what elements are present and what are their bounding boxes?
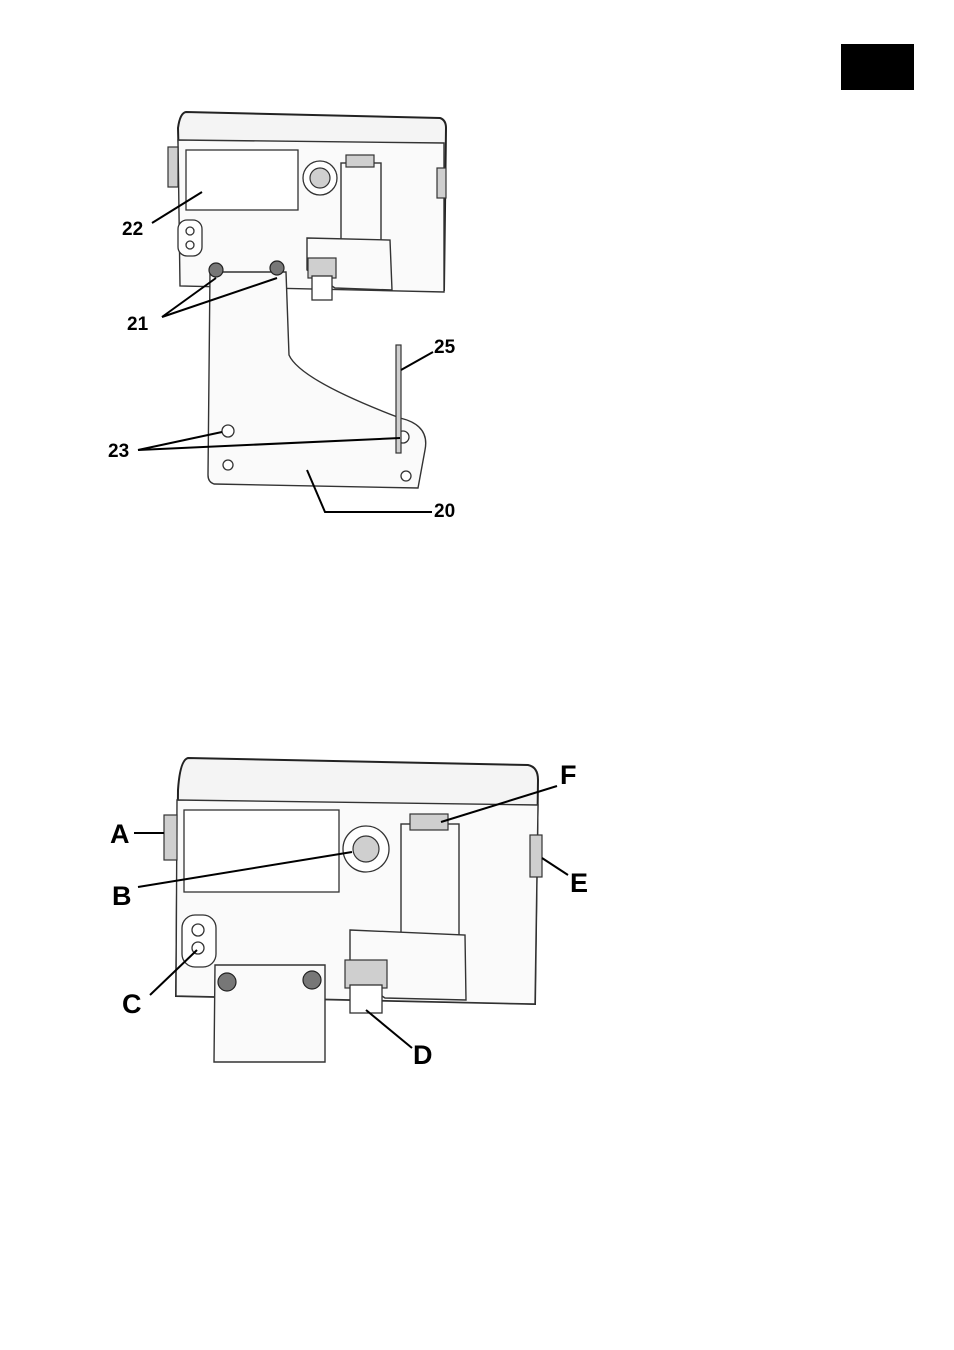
callout-f: F bbox=[560, 760, 577, 790]
cable-gland bbox=[345, 960, 387, 988]
hex-key bbox=[396, 345, 401, 453]
side-port bbox=[437, 168, 446, 198]
label-area bbox=[184, 810, 339, 892]
callout-d: D bbox=[413, 1040, 433, 1070]
figure-rear-connections: A B C D E F bbox=[0, 750, 620, 1080]
mounting-bracket bbox=[208, 272, 426, 488]
power-switch bbox=[164, 815, 177, 860]
callout-a: A bbox=[110, 819, 130, 849]
cable-gland bbox=[308, 258, 336, 278]
callout-20: 20 bbox=[434, 501, 455, 522]
page-tab-marker bbox=[841, 44, 914, 90]
bracket-screw bbox=[209, 263, 223, 277]
callout-23: 23 bbox=[108, 441, 129, 462]
callout-22: 22 bbox=[122, 219, 143, 240]
side-connector bbox=[530, 835, 542, 877]
callout-21: 21 bbox=[127, 314, 149, 335]
callout-25: 25 bbox=[434, 337, 456, 358]
side-switch bbox=[168, 147, 178, 187]
valve-block bbox=[401, 824, 459, 949]
power-inlet bbox=[178, 220, 202, 256]
bracket-screw bbox=[303, 971, 321, 989]
bracket-screw bbox=[270, 261, 284, 275]
figure-bracket-assembly: 22 21 25 23 20 bbox=[0, 100, 520, 530]
callout-e: E bbox=[570, 868, 588, 898]
callout-b: B bbox=[112, 881, 132, 911]
bracket-screw bbox=[218, 973, 236, 991]
label-area bbox=[186, 150, 298, 210]
callout-c: C bbox=[122, 989, 142, 1019]
